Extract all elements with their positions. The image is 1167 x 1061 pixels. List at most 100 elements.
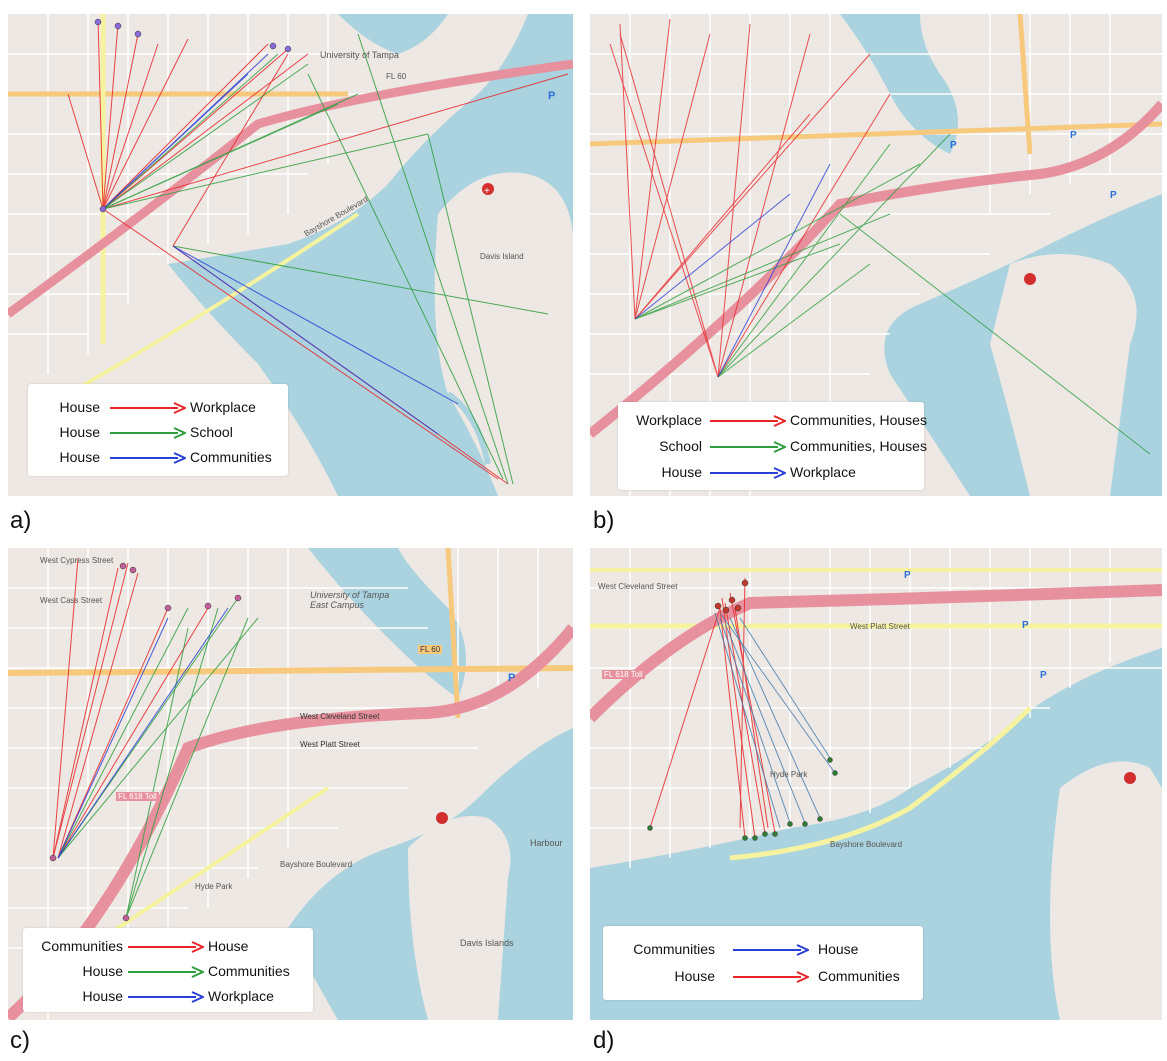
legend-to: Workplace	[208, 988, 274, 1004]
map-label: Bayshore Boulevard	[280, 860, 353, 869]
panel-label-d: d)	[593, 1027, 615, 1054]
map-labels-c1: West Cypress Street	[40, 556, 113, 565]
panel-label-b: b)	[593, 507, 615, 534]
map-labels-c11: Davis Islands	[460, 938, 514, 948]
map-labels-c3: University of Tampa East Campus	[310, 590, 390, 610]
map-label: Hyde Park	[770, 770, 808, 779]
map-label: P	[548, 90, 556, 102]
svg-text:+: +	[484, 186, 490, 197]
map-labels-c6: West Platt Street	[300, 740, 360, 749]
map-label: Bayshore Boulevard	[830, 840, 903, 849]
map-label: Hyde Park	[195, 882, 233, 891]
map-labels-d8: P	[1040, 670, 1047, 681]
legend-from: House	[661, 464, 702, 480]
map-labels-c4: FL 60	[418, 645, 443, 654]
map-label: P	[904, 570, 911, 581]
map-label: P	[950, 140, 957, 151]
arrow-icon	[110, 427, 186, 439]
arrow-icon	[733, 944, 809, 956]
legend-from: Communities	[41, 938, 123, 954]
legend-to: School	[190, 424, 233, 440]
map-label: Davis Island	[480, 252, 524, 261]
map-labels-c5: West Cleveland Street	[300, 712, 379, 721]
map-labels-c10: Harbour	[530, 838, 563, 848]
legend-to: Communities	[190, 449, 272, 465]
map-labels-c12: P	[508, 672, 515, 684]
arrow-icon	[128, 991, 204, 1003]
map-c-canvas	[8, 548, 573, 1020]
legend-to: Communities	[208, 963, 290, 979]
legend-from: Communities	[633, 941, 715, 957]
map-label: University of Tampa East Campus	[310, 590, 390, 610]
map-labels-a5: P	[548, 90, 555, 102]
legend-to: Communities, Houses	[790, 412, 927, 428]
arrow-icon	[710, 467, 786, 479]
map-label: Harbour	[530, 838, 563, 848]
map-labels-b1: P	[950, 140, 957, 151]
map-label: FL 618 Toll	[604, 670, 643, 679]
map-labels-a: University of Tampa	[320, 50, 410, 61]
legend-from: House	[59, 399, 100, 415]
map-label: FL 618 Toll	[118, 792, 157, 801]
map-label: University of Tampa	[320, 50, 399, 60]
map-label: West Platt Street	[300, 740, 360, 749]
arrow-icon	[710, 441, 786, 453]
map-label: Davis Islands	[460, 938, 514, 948]
arrow-icon	[110, 452, 186, 464]
map-label: West Cypress Street	[40, 556, 114, 565]
map-label: West Cleveland Street	[598, 582, 678, 591]
map-labels-d3: FL 618 Toll	[602, 670, 645, 679]
map-label: FL 60	[386, 72, 407, 81]
legend-from: House	[82, 988, 123, 1004]
map-labels-b3: P	[1110, 190, 1117, 201]
legend-to: Workplace	[790, 464, 856, 480]
map-labels-a3: Davis Island	[480, 252, 524, 261]
map-label: West Platt Street	[850, 622, 910, 631]
map-label: West Cass Street	[40, 596, 103, 605]
map-labels-c9: Bayshore Boulevard	[280, 860, 352, 869]
arrow-icon	[128, 941, 204, 953]
map-labels-d2: West Platt Street	[850, 622, 910, 631]
map-label: P	[1070, 130, 1077, 141]
map-label: P	[508, 672, 516, 684]
map-labels-d1: West Cleveland Street	[598, 582, 677, 591]
legend-to: House	[208, 938, 249, 954]
map-labels-d6: P	[904, 570, 911, 581]
map-label: P	[1040, 670, 1047, 681]
map-labels-a2: FL 60	[386, 72, 406, 81]
legend-from: House	[82, 963, 123, 979]
map-label: FL 60	[420, 645, 441, 654]
arrow-icon	[733, 971, 809, 983]
legend-to: House	[818, 941, 859, 957]
panel-label-a: a)	[10, 507, 32, 534]
map-label: P	[1110, 190, 1117, 201]
map-labels-d5: Bayshore Boulevard	[830, 840, 902, 849]
legend-to: Communities	[818, 968, 900, 984]
legend-from: House	[59, 424, 100, 440]
map-labels-d4: Hyde Park	[770, 770, 807, 779]
panel-label-c: c)	[10, 1027, 30, 1054]
map-labels-b2: P	[1070, 130, 1077, 141]
legend-to: Workplace	[190, 399, 256, 415]
legend-from: House	[59, 449, 100, 465]
arrow-icon	[110, 402, 186, 414]
map-labels-d7: P	[1022, 620, 1029, 631]
map-label: West Cleveland Street	[300, 712, 380, 721]
map-label: P	[1022, 620, 1029, 631]
arrow-icon	[710, 415, 786, 427]
map-labels-c2: West Cass Street	[40, 596, 102, 605]
legend-from: School	[659, 438, 702, 454]
map-labels-c7: FL 618 Toll	[116, 792, 159, 801]
legend-from: Workplace	[636, 412, 702, 428]
arrow-icon	[128, 966, 204, 978]
legend-to: Communities, Houses	[790, 438, 927, 454]
legend-from: House	[674, 968, 715, 984]
map-labels-c8: Hyde Park	[195, 882, 232, 891]
